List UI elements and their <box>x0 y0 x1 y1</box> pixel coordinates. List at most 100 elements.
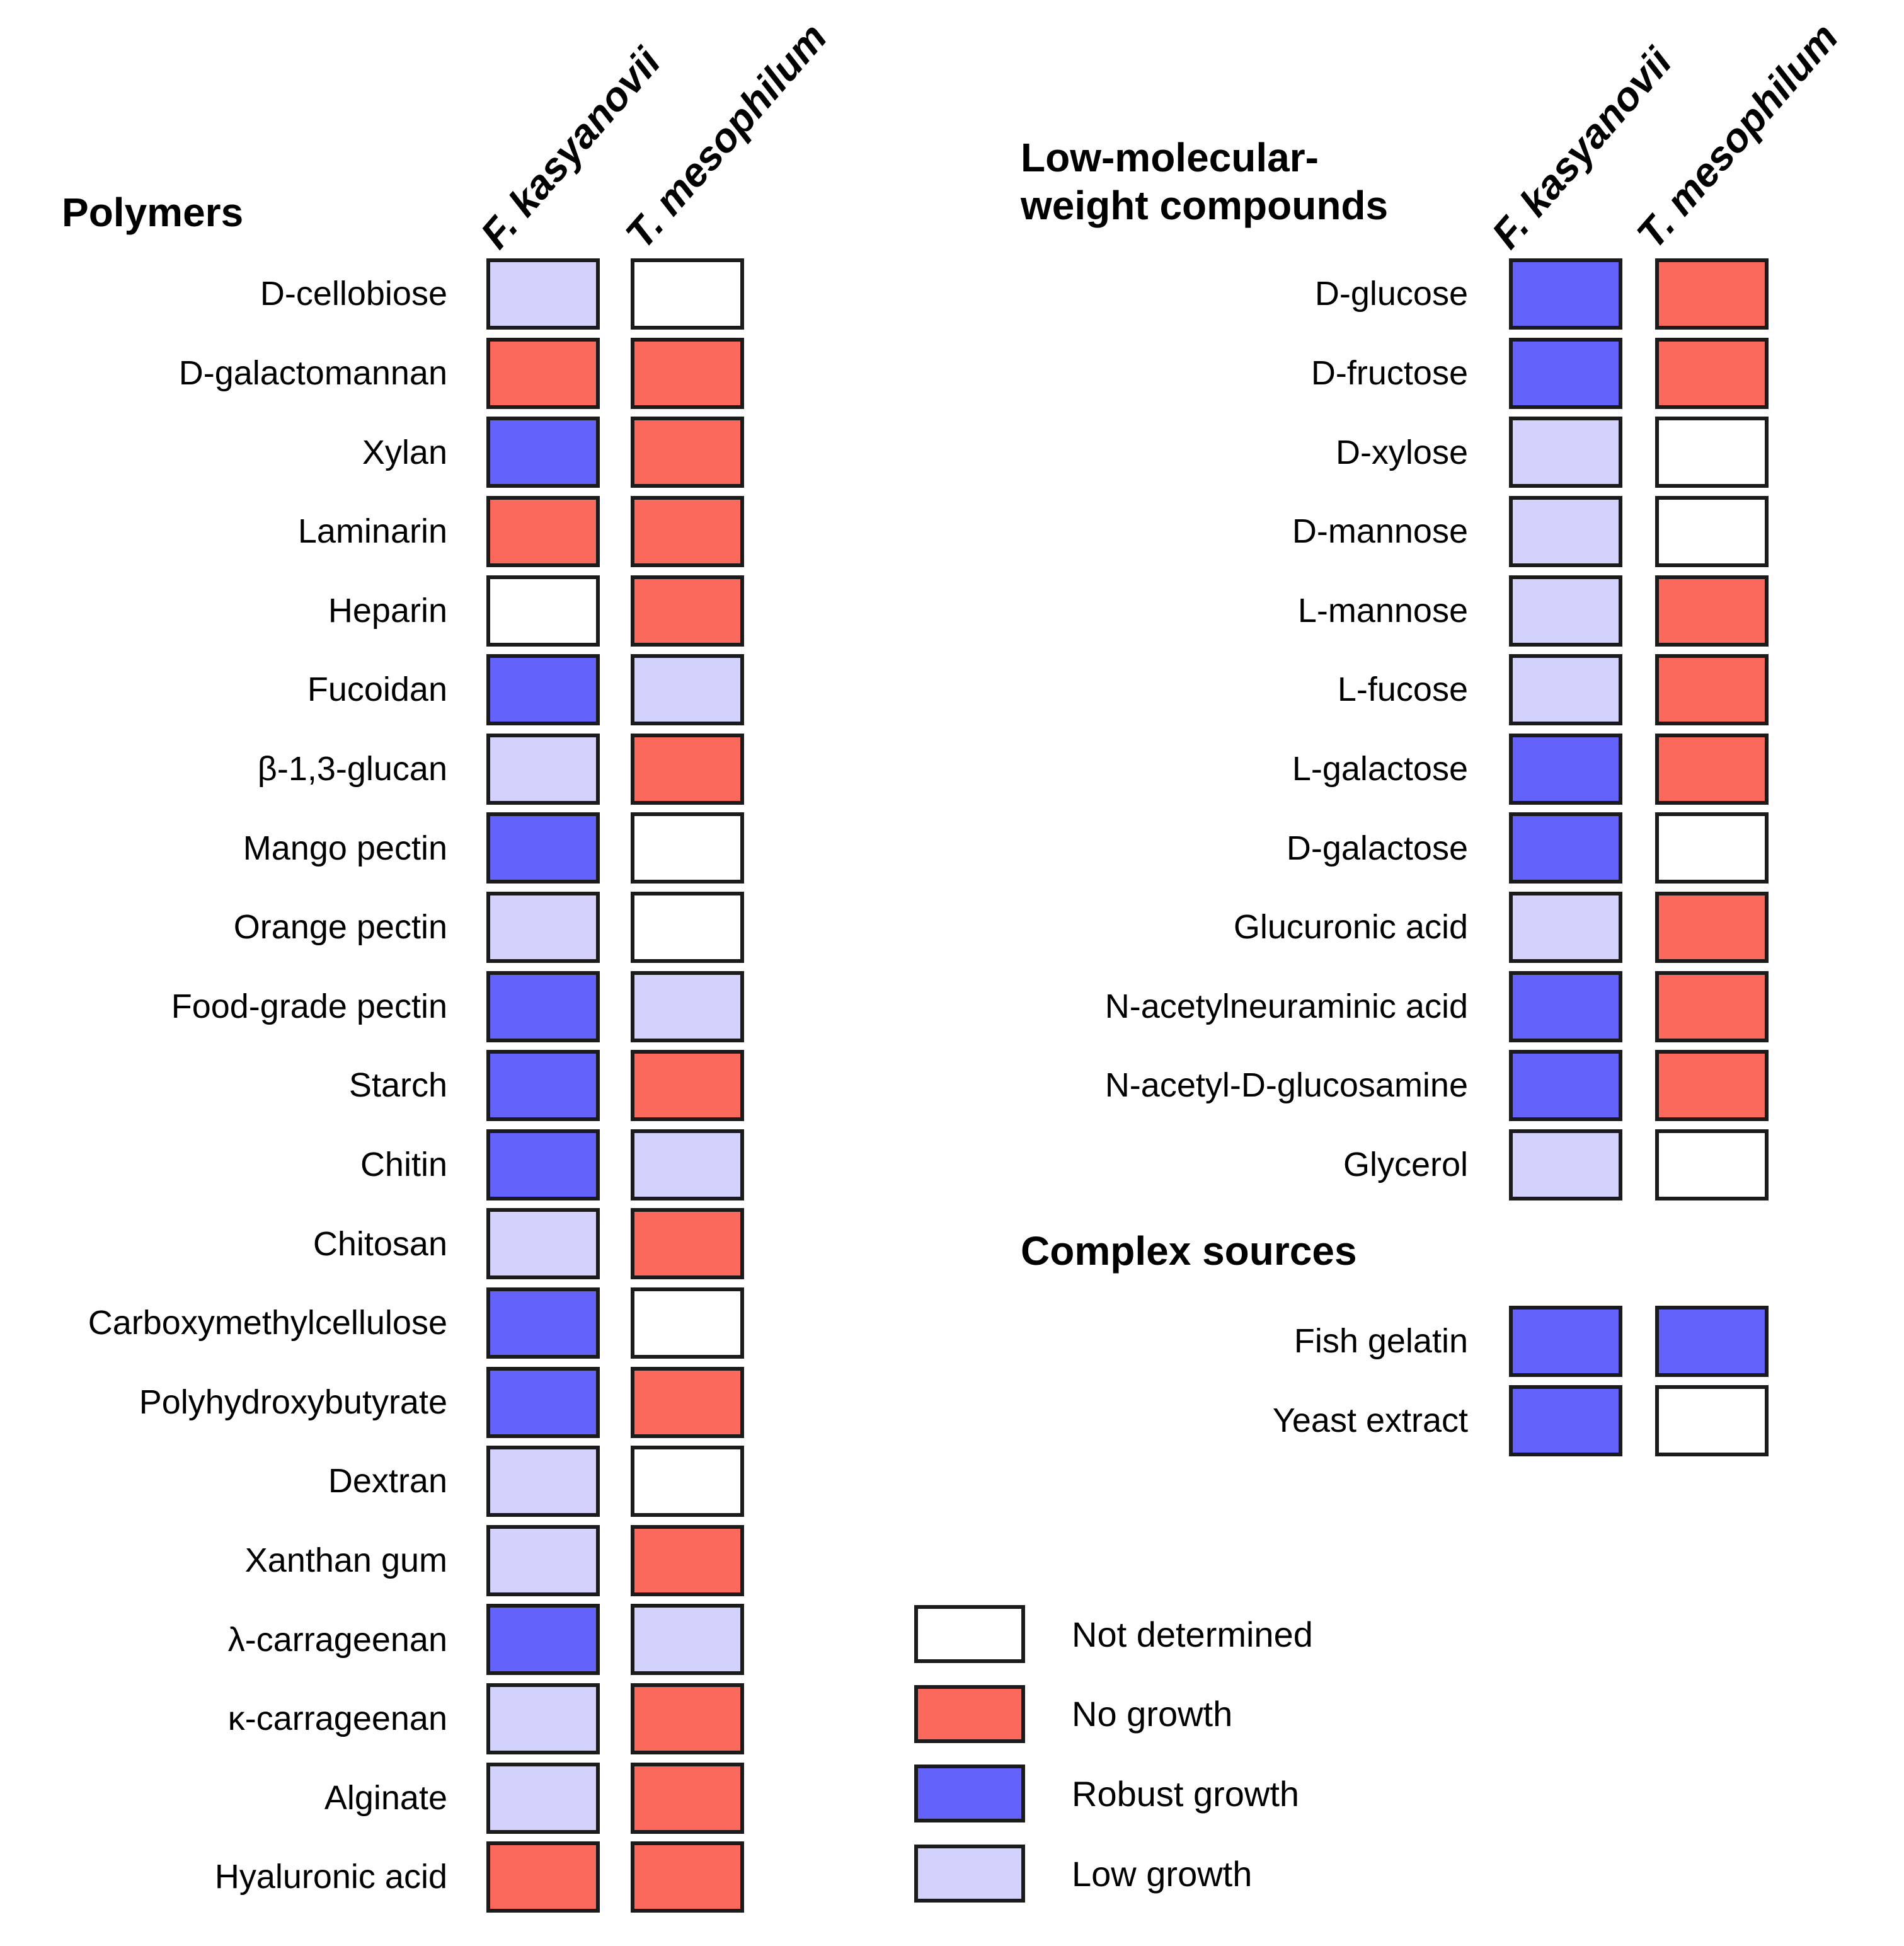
substrate-row: Fucoidan <box>13 650 744 730</box>
substrate-row: Orange pectin <box>13 888 744 967</box>
substrate-label: Mango pectin <box>243 829 447 867</box>
substrate-row: Food-grade pectin <box>13 967 744 1046</box>
substrate-label: Chitosan <box>313 1224 447 1263</box>
growth-cell-robust <box>1509 733 1622 805</box>
growth-cell-nd <box>1655 812 1769 884</box>
substrate-label: Starch <box>348 1066 447 1105</box>
substrate-label: D-glucose <box>1314 275 1468 313</box>
growth-cell-low <box>1509 575 1622 647</box>
growth-cell-robust <box>1509 970 1622 1042</box>
polymers-heading: Polymers <box>62 190 244 235</box>
growth-cell-robust <box>486 1129 600 1200</box>
substrate-label: D-cellobiose <box>260 275 447 313</box>
substrate-row: Xylan <box>13 413 744 492</box>
growth-cell-low <box>1509 892 1622 964</box>
growth-cell-low <box>486 1208 600 1280</box>
substrate-label: L-fucose <box>1337 671 1468 709</box>
complex-sources-heading: Complex sources <box>1021 1228 1357 1274</box>
substrate-label: Alginate <box>324 1778 447 1817</box>
growth-cell-no <box>1655 970 1769 1042</box>
substrate-label: D-fructose <box>1310 354 1468 393</box>
substrate-label: β-1,3-glucan <box>257 750 447 788</box>
lmw-heading-line2: weight compounds <box>1021 183 1389 228</box>
growth-cell-nd <box>1655 1385 1769 1456</box>
growth-cell-low <box>486 1524 600 1596</box>
col-header-t-mesophilum-left: T. mesophilum <box>616 14 836 257</box>
substrate-label: Yeast extract <box>1272 1402 1468 1440</box>
growth-cell-nd <box>486 575 600 647</box>
substrate-row: β-1,3-glucan <box>13 730 744 809</box>
growth-cell-no <box>631 1683 744 1754</box>
substrate-label: Glucuronic acid <box>1233 908 1468 947</box>
growth-cell-nd <box>631 258 744 330</box>
substrate-label: λ-carrageenan <box>227 1620 447 1659</box>
growth-cell-low <box>486 1683 600 1754</box>
growth-cell-no <box>1655 575 1769 647</box>
growth-cell-no <box>1655 654 1769 726</box>
substrate-label: L-mannose <box>1297 591 1468 630</box>
growth-cell-low <box>486 1446 600 1517</box>
growth-cell-robust <box>1655 1306 1769 1378</box>
substrate-row: Alginate <box>13 1758 744 1838</box>
substrate-label: Polyhydroxybutyrate <box>139 1383 447 1421</box>
growth-cell-no <box>1655 337 1769 409</box>
substrate-label: Fish gelatin <box>1293 1322 1468 1361</box>
substrate-row: Chitosan <box>13 1204 744 1284</box>
substrate-row: Laminarin <box>13 492 744 572</box>
substrate-row: N-acetylneuraminic acid <box>1021 967 1769 1046</box>
growth-cell-robust <box>486 654 600 726</box>
substrate-row: Dextran <box>13 1442 744 1521</box>
growth-cell-nd <box>1655 496 1769 568</box>
legend-row: Not determined <box>914 1594 1313 1674</box>
growth-cell-nd <box>631 1287 744 1359</box>
substrate-row: Polyhydroxybutyrate <box>13 1362 744 1442</box>
legend-swatch-low <box>914 1845 1025 1903</box>
legend-swatch-no <box>914 1684 1025 1743</box>
growth-cell-low <box>1509 1129 1622 1200</box>
growth-cell-no <box>1655 892 1769 964</box>
growth-cell-low <box>1509 496 1622 568</box>
growth-cell-low <box>631 970 744 1042</box>
growth-cell-robust <box>1509 1050 1622 1122</box>
growth-cell-robust <box>1509 337 1622 409</box>
substrate-row: D-mannose <box>1021 492 1769 572</box>
growth-cell-robust <box>486 1604 600 1676</box>
growth-cell-low <box>486 733 600 805</box>
growth-cell-low <box>1509 654 1622 726</box>
substrate-row: D-xylose <box>1021 413 1769 492</box>
growth-cell-no <box>631 417 744 488</box>
growth-cell-no <box>486 1841 600 1913</box>
growth-cell-nd <box>631 812 744 884</box>
substrate-row: D-fructose <box>1021 334 1769 413</box>
substrate-row: D-cellobiose <box>13 255 744 334</box>
growth-cell-low <box>631 654 744 726</box>
col-header-t-mesophilum-right: T. mesophilum <box>1627 14 1847 257</box>
growth-cell-robust <box>1509 1306 1622 1378</box>
growth-cell-robust <box>486 812 600 884</box>
substrate-label: Hyaluronic acid <box>214 1858 447 1896</box>
legend-label: No growth <box>1072 1694 1233 1734</box>
growth-cell-robust <box>486 1050 600 1122</box>
substrate-label: Heparin <box>328 591 447 630</box>
growth-cell-no <box>631 496 744 568</box>
substrate-row: Glucuronic acid <box>1021 888 1769 967</box>
legend-label: Low growth <box>1072 1853 1253 1894</box>
substrate-row: Mango pectin <box>13 809 744 888</box>
growth-cell-low <box>486 892 600 964</box>
growth-cell-robust <box>1509 1385 1622 1456</box>
growth-cell-low <box>631 1604 744 1676</box>
substrate-label: D-galactomannan <box>178 354 447 393</box>
growth-cell-no <box>1655 1050 1769 1122</box>
lmw-heading: Low-molecular- weight compounds <box>1021 134 1388 229</box>
growth-cell-no <box>631 1208 744 1280</box>
growth-cell-robust <box>1509 812 1622 884</box>
growth-cell-no <box>631 1050 744 1122</box>
growth-cell-no <box>631 1841 744 1913</box>
substrate-label: Laminarin <box>297 512 447 551</box>
legend-swatch-nd <box>914 1605 1025 1664</box>
substrate-label: D-mannose <box>1292 512 1468 551</box>
substrate-label: Xanthan gum <box>244 1541 447 1579</box>
substrate-row: L-galactose <box>1021 730 1769 809</box>
